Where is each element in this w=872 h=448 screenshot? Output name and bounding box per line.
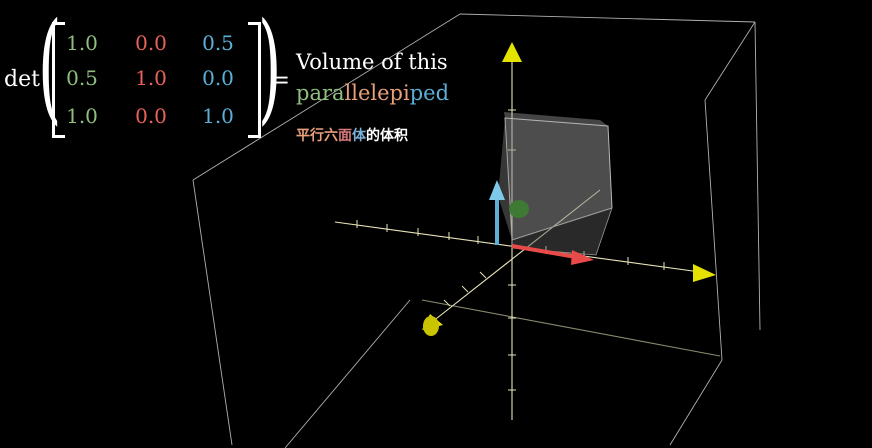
parallelepiped-part: ped (409, 81, 450, 105)
matrix-cell: 0.5 (202, 31, 234, 55)
matrix-cell: 0.0 (202, 66, 234, 90)
chinese-subtitle: 平行六面体的体积 (296, 125, 408, 145)
chinese-part: 平行 (296, 128, 324, 144)
y-vector (509, 200, 529, 218)
matrix-right-bracket (248, 22, 261, 138)
parallelepiped-part: llelepi (344, 81, 410, 105)
det-label: det (4, 67, 40, 92)
matrix-cell: 0.0 (135, 104, 167, 128)
matrix-cell: 1.0 (66, 31, 98, 55)
z-vector (489, 180, 505, 245)
x-vector (511, 244, 594, 265)
matrix-cell: 1.0 (66, 104, 98, 128)
chinese-part: 的体积 (366, 128, 408, 144)
matrix-left-bracket (52, 22, 65, 138)
parallelepiped (498, 112, 613, 256)
left-paren: ( (38, 0, 62, 137)
chinese-part: 面 (338, 128, 352, 144)
matrix-cell: 1.0 (135, 66, 167, 90)
matrix-cell: 1.0 (202, 104, 234, 128)
z-axis-tip (502, 42, 522, 62)
right-paren: ) (258, 0, 282, 137)
bounding-box (192, 13, 761, 448)
matrix-cell: 0.0 (135, 31, 167, 55)
chinese-part: 六 (324, 128, 338, 144)
parallelepiped-part: para (296, 81, 345, 105)
chinese-part: 体 (352, 128, 366, 144)
parallelepiped-word: parallelepiped (296, 81, 449, 105)
volume-caption: Volume of this (296, 50, 448, 74)
axis-arrow-tips (422, 42, 716, 336)
equals-sign: = (270, 66, 291, 94)
matrix-cell: 0.5 (66, 66, 98, 90)
x-axis-tip (693, 264, 716, 282)
